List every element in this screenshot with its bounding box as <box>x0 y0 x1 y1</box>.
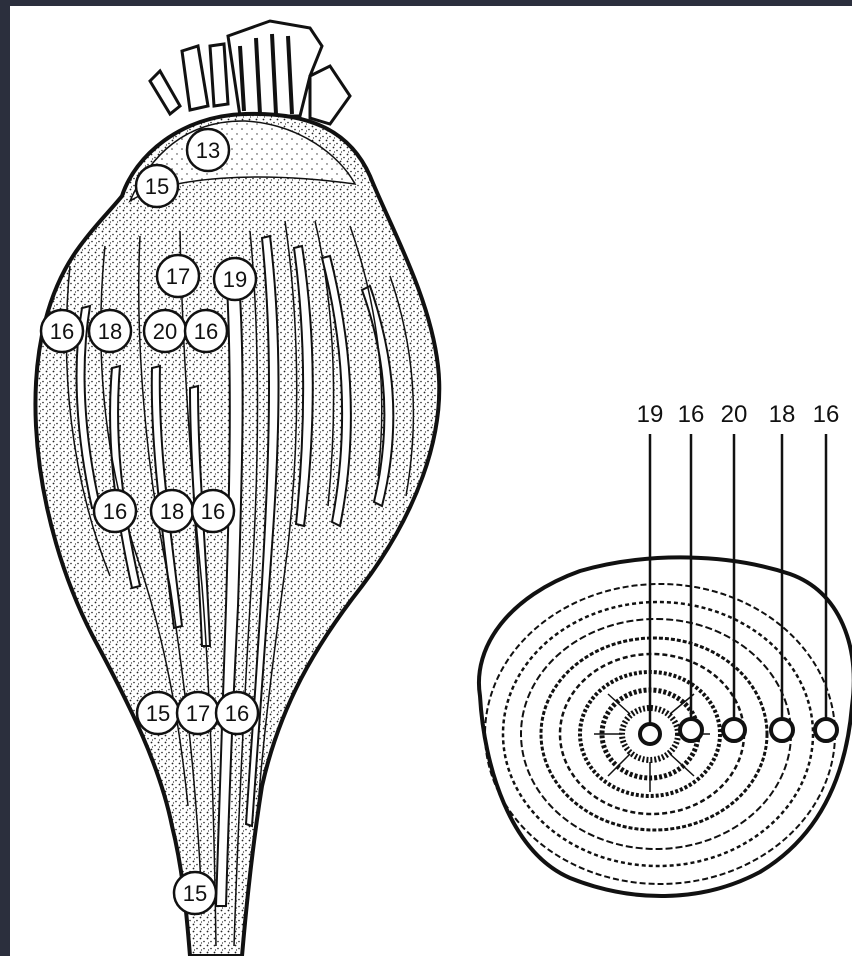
beet-marker-label: 16 <box>194 319 218 344</box>
beet-marker-label: 18 <box>98 319 122 344</box>
section-labels: 19 16 20 18 16 <box>637 401 840 428</box>
beet-marker: 16 <box>192 490 234 532</box>
beet-marker: 15 <box>136 165 178 207</box>
beet-marker-label: 16 <box>50 319 74 344</box>
beet-cross-section: 19 16 20 18 16 <box>479 401 852 896</box>
section-label: 19 <box>637 401 664 428</box>
beet-marker: 16 <box>41 310 83 352</box>
beet-marker-label: 17 <box>166 264 190 289</box>
beet-marker: 18 <box>151 490 193 532</box>
beet-marker-label: 20 <box>153 319 177 344</box>
leaf-stubs <box>150 21 350 124</box>
section-label: 16 <box>813 401 840 428</box>
beet-marker: 15 <box>137 692 179 734</box>
beet-marker-label: 16 <box>103 499 127 524</box>
beet-marker: 17 <box>157 255 199 297</box>
ring-marker <box>723 719 745 741</box>
beet-marker: 13 <box>187 129 229 171</box>
beet-marker: 18 <box>89 310 131 352</box>
beet-marker-label: 15 <box>145 174 169 199</box>
beet-marker-label: 13 <box>196 138 220 163</box>
ring-marker <box>771 719 793 741</box>
beet-marker: 19 <box>214 258 256 300</box>
beet-root: 13 15 17 19 16 18 <box>35 21 439 956</box>
beet-marker-label: 18 <box>160 499 184 524</box>
beet-marker-label: 15 <box>146 701 170 726</box>
cross-section-outline <box>479 557 852 896</box>
ring-marker <box>640 724 660 744</box>
beet-marker: 20 <box>144 310 186 352</box>
beet-marker-label: 15 <box>183 881 207 906</box>
ring-marker <box>680 719 702 741</box>
diagram-canvas: 13 15 17 19 16 18 <box>10 6 852 956</box>
beet-marker: 16 <box>94 490 136 532</box>
beet-marker: 16 <box>185 310 227 352</box>
beet-marker: 15 <box>174 872 216 914</box>
beet-marker: 17 <box>177 692 219 734</box>
beet-marker-label: 16 <box>225 701 249 726</box>
beet-marker: 16 <box>216 692 258 734</box>
ring-marker <box>815 719 837 741</box>
section-label: 18 <box>769 401 796 428</box>
beet-diagram: 13 15 17 19 16 18 <box>10 6 852 956</box>
section-label: 20 <box>721 401 748 428</box>
beet-marker-label: 16 <box>201 499 225 524</box>
beet-marker-label: 17 <box>186 701 210 726</box>
beet-marker-label: 19 <box>223 267 247 292</box>
section-label: 16 <box>678 401 705 428</box>
